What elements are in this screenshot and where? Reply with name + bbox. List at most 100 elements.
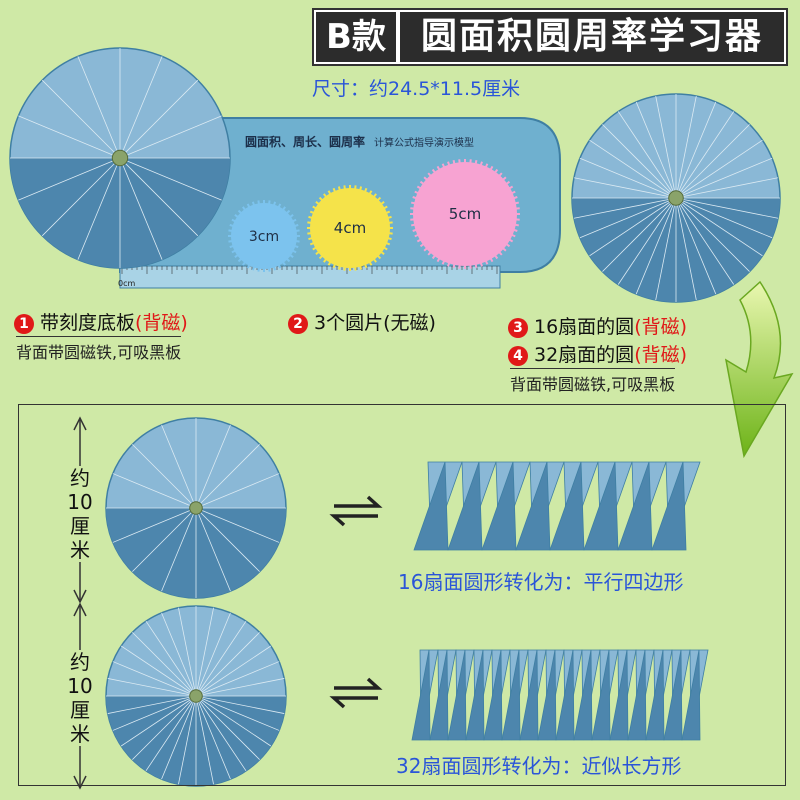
sector-line bbox=[112, 507, 197, 543]
gear-tooth bbox=[359, 186, 363, 191]
sector-line bbox=[119, 79, 199, 159]
gear-tooth bbox=[380, 201, 385, 206]
caption-item-4-sub: 背面带圆磁铁,可吸黑板 bbox=[510, 368, 676, 395]
gear-tooth bbox=[285, 209, 291, 215]
gear-tooth bbox=[277, 264, 282, 269]
gear-tooth bbox=[388, 232, 393, 235]
gear-tooth bbox=[514, 201, 520, 205]
sector-line bbox=[132, 632, 197, 697]
gear-tooth bbox=[508, 185, 514, 190]
gear-tooth bbox=[354, 266, 357, 271]
sector-line bbox=[675, 139, 763, 199]
about-char: 约 bbox=[70, 466, 90, 490]
sector-line bbox=[77, 157, 121, 260]
about-char: 约 bbox=[70, 650, 90, 674]
gear-tooth bbox=[308, 237, 313, 241]
sector-line bbox=[675, 197, 717, 295]
gear-tooth bbox=[436, 165, 441, 171]
gear-tooth bbox=[479, 161, 483, 166]
gear-tooth bbox=[423, 247, 428, 252]
gear-tooth bbox=[372, 193, 377, 198]
gear-tooth bbox=[511, 233, 516, 238]
gear-tooth bbox=[441, 163, 446, 168]
gear-tooth bbox=[505, 243, 511, 248]
sector-line bbox=[195, 612, 231, 697]
gear-tooth bbox=[489, 165, 494, 171]
about-10cm-bottom: 约 10 厘 米 bbox=[60, 650, 100, 746]
sector-line bbox=[675, 197, 779, 219]
gear-tooth bbox=[376, 254, 382, 260]
strip-sector-down bbox=[413, 461, 449, 551]
gear-tooth bbox=[412, 196, 417, 200]
sector-line bbox=[161, 695, 197, 780]
about-10cm-top: 约 10 厘 米 bbox=[60, 466, 100, 562]
sector-line bbox=[617, 111, 677, 199]
gear-tooth bbox=[292, 218, 297, 223]
sector-line bbox=[112, 473, 197, 509]
sector-line bbox=[602, 124, 677, 199]
ruler-strip bbox=[119, 265, 501, 289]
gear-tooth bbox=[508, 238, 514, 243]
gear-tooth bbox=[292, 249, 297, 254]
gear-tooth bbox=[414, 233, 419, 238]
gear-tooth bbox=[309, 242, 315, 246]
gear-tooth bbox=[447, 161, 451, 166]
strip-sector-down bbox=[447, 461, 483, 551]
gear-tooth bbox=[505, 180, 511, 185]
gear-tooth bbox=[502, 176, 507, 181]
sector-line bbox=[18, 115, 121, 159]
strip-sector-down bbox=[583, 461, 619, 551]
strip-sector-down bbox=[481, 461, 517, 551]
curved-arrow-icon bbox=[724, 280, 794, 459]
gear-tooth bbox=[416, 185, 422, 190]
gear-tooth bbox=[229, 244, 234, 249]
sector-line bbox=[635, 197, 677, 295]
strip-sector-down bbox=[651, 461, 687, 551]
sector-line bbox=[132, 507, 197, 572]
gear-tooth bbox=[234, 214, 239, 218]
about-char: 米 bbox=[70, 722, 90, 746]
sector-line bbox=[161, 424, 197, 509]
gear-tooth bbox=[364, 263, 368, 269]
gear-tooth bbox=[315, 201, 320, 206]
caption-text: 带刻度底板 bbox=[40, 312, 136, 334]
gear-tooth bbox=[295, 240, 300, 243]
sector-line bbox=[195, 695, 260, 760]
gear-tooth bbox=[242, 261, 246, 266]
gear-tooth bbox=[228, 240, 233, 243]
gear-tooth bbox=[368, 190, 373, 195]
exchange-arrows-icon bbox=[329, 495, 383, 527]
sector-line bbox=[195, 620, 247, 697]
gear-tooth bbox=[294, 244, 299, 249]
gear-tooth bbox=[318, 196, 324, 202]
gear-tooth bbox=[242, 206, 246, 211]
gear-tooth bbox=[289, 214, 294, 218]
ruler-zero-label: 0cm bbox=[118, 279, 135, 288]
gear-tooth bbox=[416, 238, 422, 243]
gear-tooth bbox=[359, 265, 363, 270]
sector-line bbox=[120, 645, 197, 697]
sector-line bbox=[195, 695, 247, 772]
gear-tooth bbox=[419, 243, 425, 248]
gear-tooth bbox=[447, 262, 451, 267]
gear-tooth bbox=[383, 205, 388, 210]
sector-line bbox=[589, 139, 677, 199]
gear-tooth bbox=[368, 261, 373, 266]
sector-line bbox=[120, 695, 197, 747]
model-badge: B款 bbox=[316, 12, 396, 62]
gear-5cm-label: 5cm bbox=[449, 205, 481, 223]
sector-line bbox=[18, 157, 121, 201]
ruler-ticks bbox=[121, 266, 498, 274]
gear-tooth bbox=[489, 257, 494, 263]
strip-sector-down bbox=[483, 649, 503, 741]
sector-line bbox=[195, 507, 260, 572]
sector-line bbox=[655, 95, 677, 199]
sector-line bbox=[195, 507, 280, 543]
gear-tooth bbox=[231, 218, 236, 223]
gear-tooth bbox=[257, 267, 260, 272]
